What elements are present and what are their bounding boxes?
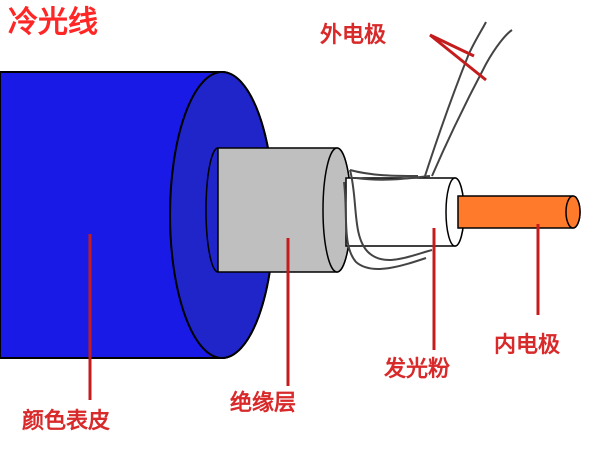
- outer-electrode-wire-3: [349, 169, 419, 177]
- insulation-left-curve: [205, 147, 219, 273]
- outer-electrode-wires: [343, 21, 513, 270]
- leader-lines: [88, 33, 540, 400]
- label-insulation: 绝缘层: [230, 390, 296, 416]
- label-outer-electrode: 外电极: [320, 22, 387, 48]
- leader-outer-electrode-a: [429, 33, 475, 58]
- label-inner-electrode: 内电极: [494, 333, 561, 358]
- leader-outer-electrode-b: [429, 33, 487, 82]
- outer-electrode-wire-4: [355, 175, 431, 181]
- diagram-title: 冷光线: [8, 5, 98, 40]
- insulation-layer: [205, 147, 352, 273]
- inner-core: [457, 195, 581, 229]
- outer-electrode-wire-5: [424, 21, 487, 177]
- inner-core-end-face: [565, 195, 581, 229]
- label-color-sheath: 颜色表皮: [22, 408, 110, 434]
- outer-electrode-wire-6: [431, 29, 513, 177]
- outer-electrode-wire-2: [343, 181, 427, 270]
- phosphor-layer: [345, 177, 465, 247]
- inner-core-body: [457, 195, 581, 229]
- color-sheath: [0, 71, 275, 359]
- label-phosphor: 发光粉: [383, 356, 450, 382]
- outer-electrode-wire-1: [349, 169, 433, 261]
